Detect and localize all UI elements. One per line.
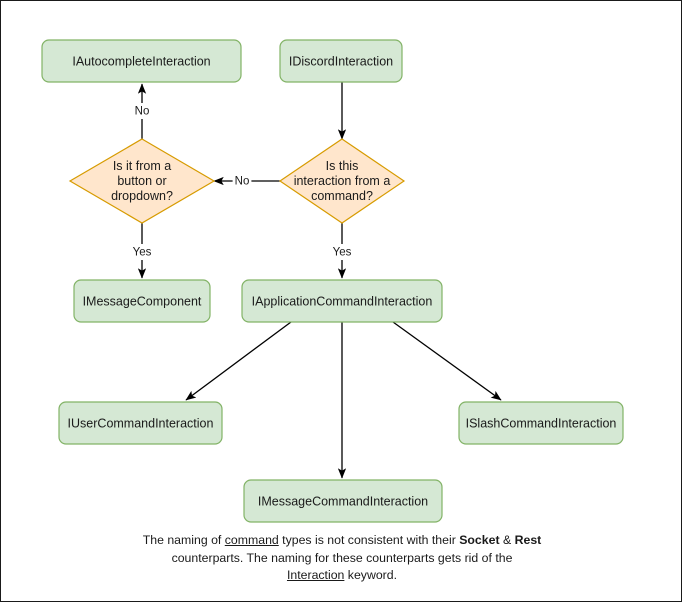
node-autocomplete[interactable]: IAutocompleteInteraction bbox=[41, 39, 242, 83]
node-label-user_command: IUserCommandInteraction bbox=[68, 416, 214, 430]
caption-note: The naming of command types is not consi… bbox=[142, 532, 542, 585]
caption-text: & bbox=[499, 533, 515, 547]
caption-text: types is not consistent with their bbox=[278, 533, 456, 547]
edge-application-to-slash-command bbox=[392, 321, 502, 401]
node-diamond-button_or_dropdown bbox=[68, 138, 216, 224]
edge-label-backdrop bbox=[329, 244, 355, 260]
edge-label-backdrop bbox=[132, 103, 152, 119]
node-message_command[interactable]: IMessageCommandInteraction bbox=[243, 479, 443, 523]
node-diamond-from_command bbox=[278, 138, 406, 224]
node-application_command[interactable]: IApplicationCommandInteraction bbox=[241, 279, 443, 323]
edge-label-backdrop bbox=[129, 244, 155, 260]
node-box-slash_command bbox=[458, 401, 624, 445]
node-label-from_command-line-2: interaction from a bbox=[294, 174, 391, 188]
node-label-from_command-line-1: Is this bbox=[326, 159, 359, 173]
node-label-slash_command: ISlashCommandInteraction bbox=[466, 416, 617, 430]
caption-underline-interaction: Interaction bbox=[286, 568, 345, 582]
node-label-message_command: IMessageCommandInteraction bbox=[258, 494, 428, 508]
edge-label-button-no-to-autocomplete: No bbox=[135, 106, 150, 118]
edge-label-command-yes-to-application-command: Yes bbox=[333, 247, 352, 259]
node-discord[interactable]: IDiscordInteraction bbox=[279, 39, 403, 83]
node-box-user_command bbox=[58, 401, 223, 445]
caption-bold-rest: Rest bbox=[514, 533, 542, 547]
node-box-message_component bbox=[73, 279, 211, 323]
node-label-button_or_dropdown-line-2: button or bbox=[117, 174, 166, 188]
caption-text: The naming of bbox=[142, 533, 225, 547]
caption-line-2: Socket & Rest counterparts. The naming f… bbox=[172, 533, 542, 565]
caption-underline-command: command bbox=[224, 533, 279, 547]
edge-label-command-no-to-button-question: No bbox=[235, 176, 250, 188]
nodes-layer: IAutocompleteInteraction IDiscordInteract… bbox=[41, 39, 624, 523]
caption-line-1: The naming of command types is not consi… bbox=[143, 533, 456, 547]
node-box-application_command bbox=[241, 279, 443, 323]
node-message_component[interactable]: IMessageComponent bbox=[73, 279, 211, 323]
node-box-discord bbox=[279, 39, 403, 83]
node-user_command[interactable]: IUserCommandInteraction bbox=[58, 401, 223, 445]
caption-line-3: counterparts gets rid of the Interaction… bbox=[287, 551, 512, 583]
node-label-button_or_dropdown-line-3: dropdown? bbox=[111, 189, 173, 203]
caption-bold-socket: Socket bbox=[459, 533, 500, 547]
caption-text: keyword. bbox=[344, 568, 398, 582]
caption-text: counterparts. The naming for these bbox=[171, 550, 363, 565]
edge-label-backdrop bbox=[232, 173, 252, 189]
node-label-message_component: IMessageComponent bbox=[83, 294, 202, 308]
node-box-autocomplete bbox=[41, 39, 242, 83]
node-slash_command[interactable]: ISlashCommandInteraction bbox=[458, 401, 624, 445]
node-label-autocomplete: IAutocompleteInteraction bbox=[72, 54, 210, 68]
edge-application-to-user-command bbox=[185, 321, 292, 401]
node-label-discord: IDiscordInteraction bbox=[289, 54, 393, 68]
node-box-message_command bbox=[243, 479, 443, 523]
caption-text: counterparts gets rid of the bbox=[366, 550, 513, 565]
node-label-from_command-line-3: command? bbox=[311, 189, 373, 203]
edge-label-button-yes-to-message-component: Yes bbox=[133, 247, 152, 259]
node-label-application_command: IApplicationCommandInteraction bbox=[252, 294, 433, 308]
node-label-button_or_dropdown-line-1: Is it from a bbox=[113, 159, 171, 173]
